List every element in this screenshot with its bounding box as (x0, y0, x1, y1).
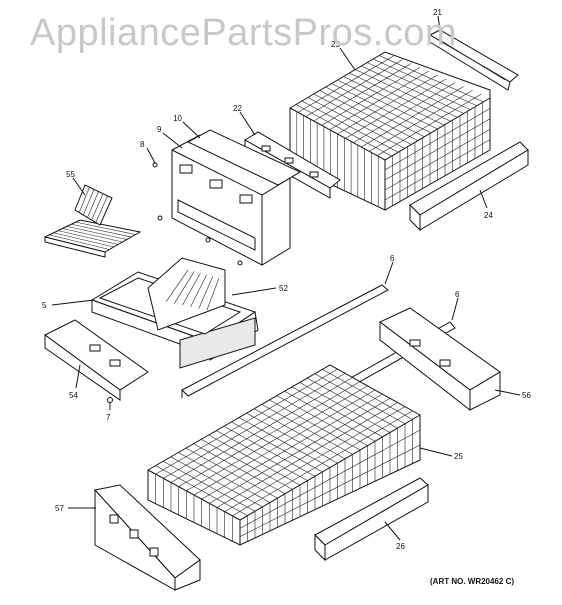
callout-22: 22 (233, 104, 242, 113)
callout-26: 26 (396, 542, 405, 551)
part-55-grille (43, 184, 142, 258)
part-23-upper-basket (289, 51, 491, 211)
callout-6-right: 6 (455, 290, 460, 299)
watermark: AppliancePartsPros.com (30, 12, 458, 54)
part-57-panel (94, 484, 201, 591)
part-52-insert (147, 257, 226, 331)
part-25-lower-basket (147, 364, 421, 546)
callout-25: 25 (454, 452, 463, 461)
part-56-rail (379, 307, 501, 412)
callout-57: 57 (55, 504, 64, 513)
callout-24: 24 (484, 211, 493, 220)
callout-9: 9 (157, 125, 162, 134)
callout-7: 7 (106, 413, 111, 422)
part-54-rail (44, 319, 149, 403)
part-24-upper-front (409, 141, 529, 232)
callout-52: 52 (279, 284, 288, 293)
callout-55: 55 (66, 170, 75, 179)
callout-23: 23 (331, 40, 340, 49)
callout-56: 56 (522, 391, 531, 400)
part-21-rail (428, 29, 519, 91)
callout-6-left: 6 (390, 254, 395, 263)
callout-54: 54 (69, 391, 78, 400)
part-26-lower-front (314, 477, 429, 562)
art-number: (ART NO. WR20462 C) (430, 577, 515, 586)
callout-8: 8 (140, 140, 145, 149)
callout-21: 21 (433, 8, 442, 17)
leader-lines (51, 15, 521, 541)
callout-labels: 21 23 22 10 9 8 55 24 6 6 5 52 54 7 56 2… (42, 8, 531, 551)
callout-5: 5 (42, 301, 47, 310)
callout-10: 10 (173, 114, 182, 123)
part-6-rod-left (181, 284, 389, 398)
part-9-10-housing (152, 129, 302, 266)
